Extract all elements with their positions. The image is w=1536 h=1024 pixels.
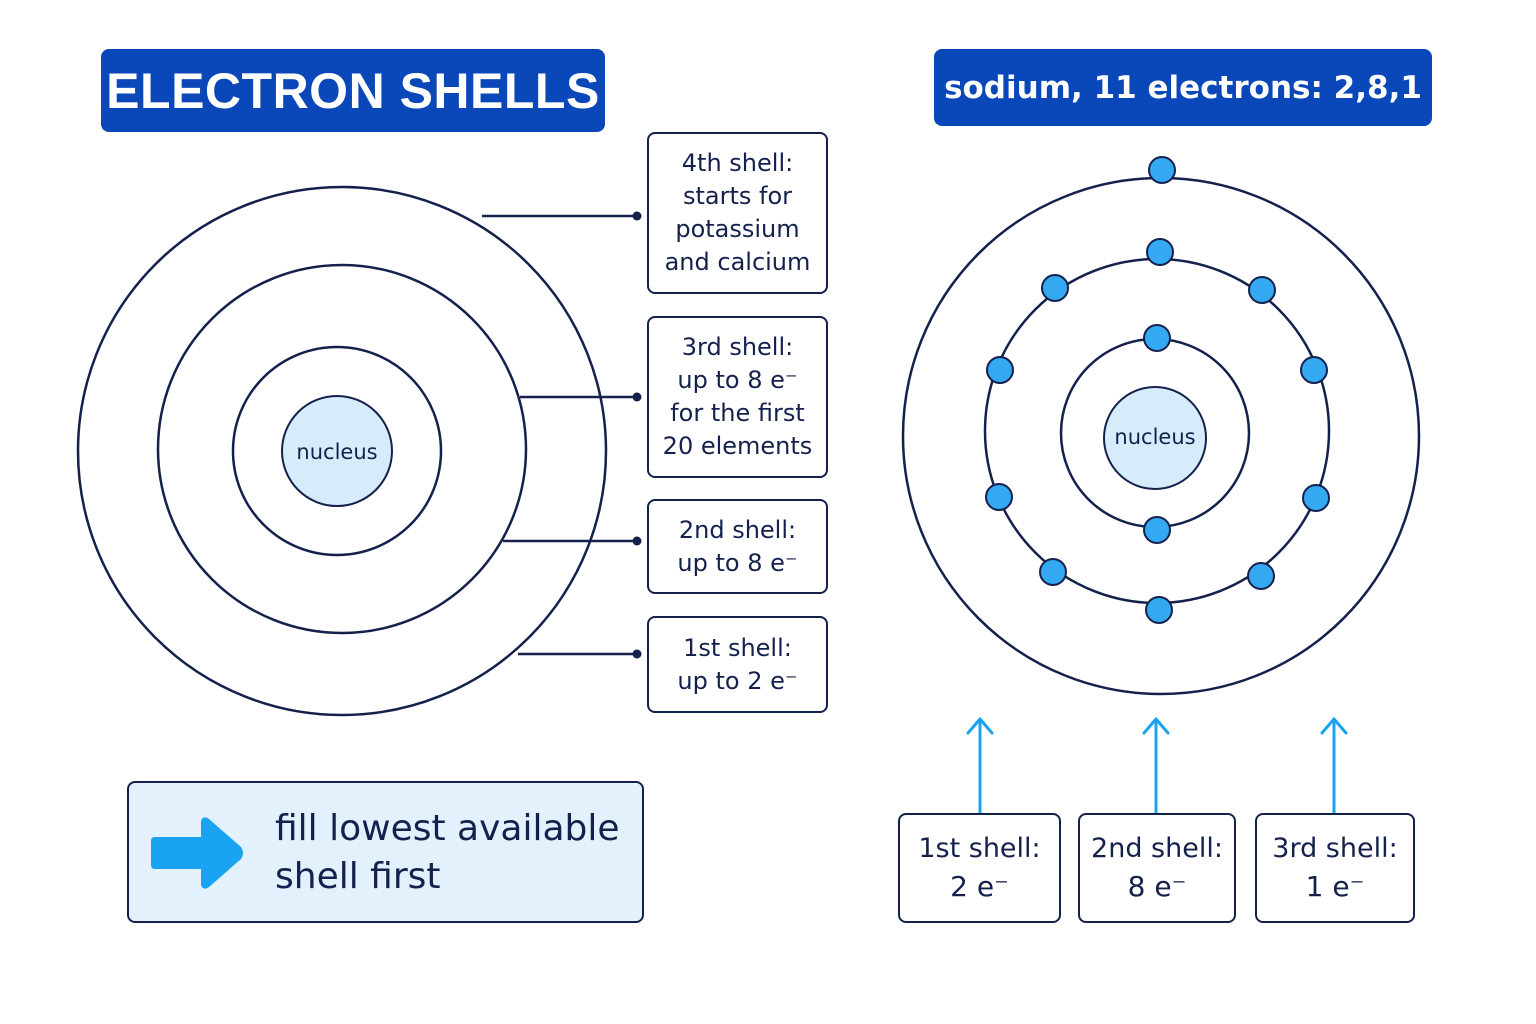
count-value-shell-3: 1 e⁻ [1305,870,1365,903]
callout-4th-shell: 4th shell: starts for potassium and calc… [647,132,828,294]
rule-box: fill lowest available shell first [127,781,644,923]
electron-shell-2 [1041,274,1069,302]
left-nucleus [281,395,393,507]
electron-shell-2 [986,356,1014,384]
callout-1st-shell-text: 1st shell: up to 2 e⁻ [677,633,798,695]
count-box-shell-2: 2nd shell: 8 e⁻ [1078,813,1236,923]
leader-dot-2nd [632,536,642,546]
sodium-nucleus [1103,386,1207,490]
left-atom-diagram: nucleus [76,185,642,717]
title-banner: ELECTRON SHELLS [101,49,605,132]
arrow-right-icon [151,817,243,889]
callout-1st-shell: 1st shell: up to 2 e⁻ [647,616,828,713]
callout-4th-shell-text: 4th shell: starts for potassium and calc… [664,149,811,276]
page-title: ELECTRON SHELLS [106,62,600,119]
count-label-shell-1: 1st shell: [918,833,1041,864]
rule-text: fill lowest available shell first [275,808,620,897]
electron-shell-1 [1143,324,1171,352]
electron-shell-2 [1302,484,1330,512]
count-box-shell-3: 3rd shell: 1 e⁻ [1255,813,1415,923]
callout-3rd-shell: 3rd shell: up to 8 e⁻ for the first 20 e… [647,316,828,478]
electron-shell-2 [1247,562,1275,590]
callout-3rd-shell-text: 3rd shell: up to 8 e⁻ for the first 20 e… [662,333,813,460]
left-shell-2 [231,345,443,557]
arrow-up-shell-1-head [966,717,994,735]
count-label-shell-2: 2nd shell: [1091,833,1223,864]
electron-shell-2 [1039,558,1067,586]
sodium-atom-diagram: nucleus [901,156,1421,815]
count-value-shell-1: 2 e⁻ [950,870,1009,903]
example-title: sodium, 11 electrons: 2,8,1 [944,69,1422,106]
electron-shell-3 [1148,156,1176,184]
electron-shell-2 [1145,596,1173,624]
leader-dot-3rd [632,392,642,402]
leader-dot-1st [632,649,642,659]
sodium-nucleus-label: nucleus [1114,425,1195,449]
electron-shell-1 [1143,516,1171,544]
electron-shell-2 [1248,276,1276,304]
leader-dot-4th [632,211,642,221]
callout-2nd-shell: 2nd shell: up to 8 e⁻ [647,499,828,594]
arrow-up-shell-2-head [1142,717,1170,735]
callout-2nd-shell-text: 2nd shell: up to 8 e⁻ [677,515,798,577]
count-box-shell-1: 1st shell: 2 e⁻ [898,813,1061,923]
arrow-up-shell-3-head [1320,717,1348,735]
electron-shell-2 [1300,356,1328,384]
count-value-shell-2: 8 e⁻ [1127,870,1187,903]
example-banner: sodium, 11 electrons: 2,8,1 [934,49,1432,126]
electron-shell-2 [985,483,1013,511]
left-shell-outer [76,185,608,717]
count-label-shell-3: 3rd shell: [1272,833,1398,864]
electron-shell-2 [1146,238,1174,266]
left-nucleus-label: nucleus [296,440,377,464]
left-shell-3 [156,263,528,635]
